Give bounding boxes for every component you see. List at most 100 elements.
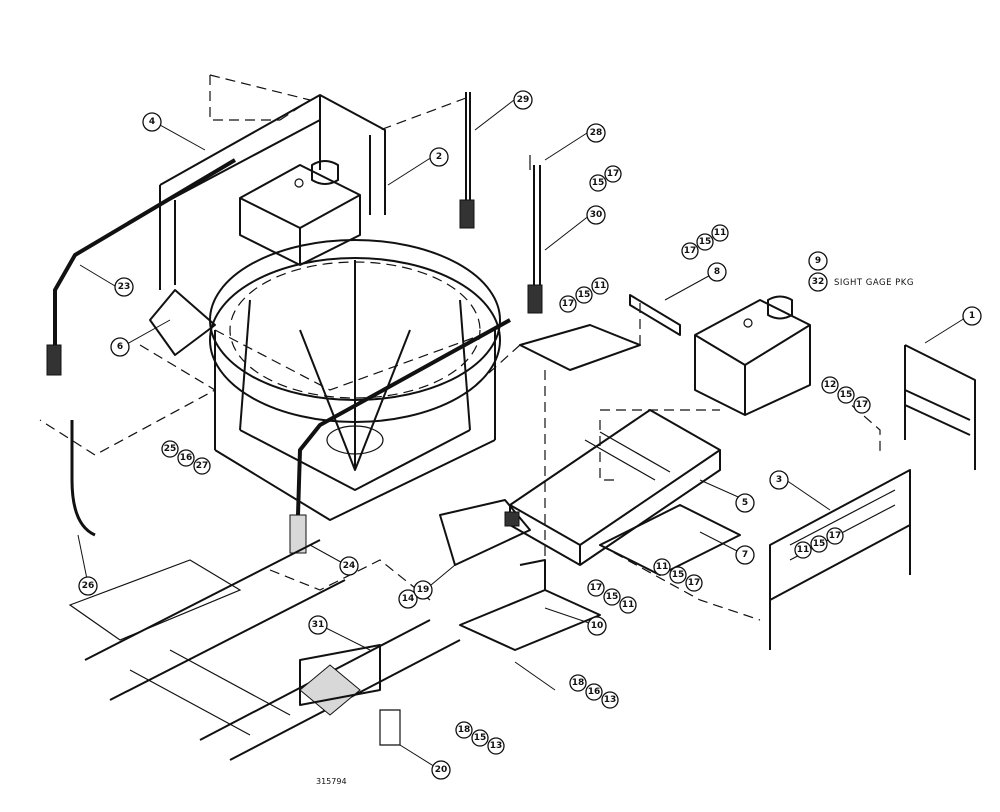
svg-text:5: 5	[742, 498, 748, 508]
callout-20: 20	[431, 760, 451, 780]
svg-text:1: 1	[969, 311, 975, 321]
svg-text:15: 15	[606, 592, 619, 602]
callout-group-18-16-13: 18 16 13	[569, 674, 619, 709]
svg-text:23: 23	[118, 282, 131, 292]
svg-text:8: 8	[714, 267, 720, 277]
frame-1-part	[904, 344, 976, 470]
svg-text:16: 16	[588, 687, 601, 697]
svg-text:15: 15	[840, 390, 853, 400]
callout-31: 31	[308, 615, 328, 635]
callout-group-12-15-17: 12 15 17	[821, 376, 871, 414]
svg-text:32: 32	[812, 277, 825, 287]
svg-text:25: 25	[164, 444, 177, 454]
svg-text:17: 17	[856, 400, 869, 410]
sight-gage-note: SIGHT GAGE PKG	[834, 278, 914, 288]
callout-32: 32	[808, 272, 828, 292]
callout-23: 23	[114, 277, 134, 297]
plate-7-part	[599, 504, 741, 576]
svg-text:14: 14	[402, 594, 415, 604]
callout-4: 4	[142, 112, 162, 132]
svg-text:11: 11	[714, 228, 727, 238]
callout-28: 28	[586, 123, 606, 143]
svg-text:15: 15	[813, 539, 826, 549]
svg-text:3: 3	[776, 475, 782, 485]
svg-text:29: 29	[517, 95, 530, 105]
svg-text:15: 15	[578, 290, 591, 300]
callout-8: 8	[707, 262, 727, 282]
gage-29-part	[379, 92, 475, 229]
svg-text:15: 15	[474, 733, 487, 743]
callout-5: 5	[735, 493, 755, 513]
svg-text:6: 6	[117, 342, 123, 352]
svg-text:12: 12	[824, 380, 837, 390]
svg-text:15: 15	[592, 178, 605, 188]
svg-text:30: 30	[590, 210, 603, 220]
callout-29: 29	[513, 90, 533, 110]
svg-text:18: 18	[572, 678, 585, 688]
svg-text:13: 13	[490, 741, 503, 751]
truck-frame-part	[68, 539, 461, 761]
svg-text:31: 31	[312, 620, 325, 630]
svg-text:20: 20	[435, 765, 448, 775]
svg-text:28: 28	[590, 128, 603, 138]
frame-3-part	[769, 469, 911, 650]
callout-30: 30	[586, 205, 606, 225]
svg-text:11: 11	[656, 562, 669, 572]
svg-text:17: 17	[829, 531, 842, 541]
drawing-number: 315794	[316, 777, 347, 786]
tank-9-part	[694, 295, 811, 416]
callout-10: 10	[587, 616, 607, 636]
bracket-10-part	[459, 559, 601, 651]
svg-text:4: 4	[149, 117, 155, 127]
callout-group-17-15-11-lower: 17 15 11	[587, 579, 637, 614]
svg-text:19: 19	[417, 585, 430, 595]
svg-text:7: 7	[742, 550, 748, 560]
svg-text:17: 17	[607, 169, 620, 179]
callout-group-17-15-11-upper: 17 15 11	[681, 224, 729, 260]
svg-text:24: 24	[343, 561, 356, 571]
callout-group-17-15-11-middle: 17 15 11	[559, 277, 609, 313]
callout-group-15-17: 15 17	[589, 165, 622, 192]
bracket-8-part	[629, 294, 681, 336]
hopper-ring-part	[209, 239, 501, 521]
callout-group-18-15-13: 18 15 13	[455, 721, 505, 755]
svg-text:18: 18	[458, 725, 471, 735]
svg-text:17: 17	[590, 583, 603, 593]
hose-part	[70, 420, 96, 537]
callout-group-11-15-17-frame: 11 15 17	[794, 527, 844, 559]
left-rail-part	[46, 158, 237, 376]
cover-plate-part	[469, 300, 641, 391]
callout-24: 24	[339, 556, 359, 576]
svg-text:9: 9	[815, 256, 821, 266]
callout-group-25-16-27: 25 16 27	[161, 440, 211, 475]
callout-9: 9	[808, 251, 828, 271]
svg-text:26: 26	[82, 581, 95, 591]
svg-text:11: 11	[622, 600, 635, 610]
svg-text:17: 17	[684, 246, 697, 256]
leader-lines	[77, 99, 966, 771]
right-rail-part	[289, 318, 511, 554]
svg-text:17: 17	[688, 578, 701, 588]
callout-6: 6	[110, 337, 130, 357]
rear-frame-part	[159, 74, 386, 290]
svg-text:15: 15	[672, 570, 685, 580]
wing-part	[439, 499, 531, 566]
callout-7: 7	[735, 545, 755, 565]
callout-2: 2	[429, 147, 449, 167]
gage-30-part	[527, 155, 543, 314]
callout-19: 19	[413, 580, 433, 600]
callout-group-11-15-17-plate: 11 15 17	[653, 558, 703, 592]
svg-text:13: 13	[604, 695, 617, 705]
tray-5-part	[509, 409, 721, 566]
tank-part	[239, 160, 361, 266]
svg-text:11: 11	[594, 281, 607, 291]
callout-1: 1	[962, 306, 982, 326]
svg-text:17: 17	[562, 299, 575, 309]
svg-text:16: 16	[180, 453, 193, 463]
callout-26: 26	[78, 576, 98, 596]
svg-text:11: 11	[797, 545, 810, 555]
svg-text:10: 10	[591, 621, 604, 631]
callout-3: 3	[769, 470, 789, 490]
svg-text:2: 2	[436, 152, 442, 162]
